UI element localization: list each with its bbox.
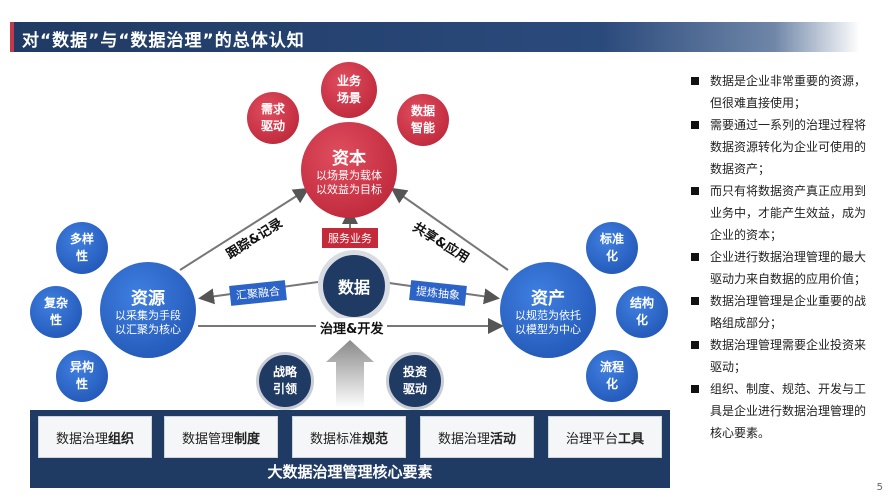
capital-sub1: 以场景为载体 — [316, 168, 382, 182]
title-accent — [0, 22, 10, 52]
list-item: 组织、制度、规范、开发与工具是企业进行数据治理管理的核心要素。 — [690, 378, 870, 444]
data-node: 数据 — [318, 250, 390, 322]
bullet-square-icon — [691, 121, 699, 129]
edge-resource-capital — [179, 187, 310, 271]
asset-sub1: 以规范为依托 — [515, 308, 581, 322]
satellite-label: 异构性 — [69, 360, 94, 391]
core-item-bold: 组织 — [108, 431, 135, 447]
capital-sub2: 以效益为目标 — [316, 182, 382, 196]
core-elements-title: 大数据治理管理核心要素 — [267, 463, 433, 481]
satellite-structuring: 结构化 — [616, 286, 668, 338]
bullet-square-icon — [691, 385, 699, 393]
list-item: 而只有将数据资产真正应用到业务中，才能产生效益，成为企业的资本； — [690, 180, 870, 246]
satellite-label: 投资驱动 — [402, 365, 427, 396]
capital-node: 资本 以场景为载体 以效益为目标 — [301, 122, 397, 218]
title-bar: 对“数据”与“数据治理”的总体认知 — [0, 22, 860, 52]
list-item-text: 需要通过一系列的治理过程将数据资源转化为企业可使用的数据资产； — [710, 118, 867, 176]
list-item-text: 数据治理管理需要企业投资来驱动； — [710, 338, 867, 374]
satellite-label: 需求驱动 — [260, 102, 285, 133]
list-item-text: 数据是企业非常重要的资源，但很难直接使用； — [710, 74, 867, 110]
satellite-complexity: 复杂性 — [30, 286, 82, 338]
list-item: 需要通过一系列的治理过程将数据资源转化为企业可使用的数据资产； — [690, 114, 870, 180]
label-governance: 治理&开发 — [316, 318, 388, 337]
core-item-bold: 规范 — [362, 431, 389, 447]
core-item: 数据治理组织 — [38, 416, 152, 458]
list-item: 数据治理管理需要企业投资来驱动； — [690, 334, 870, 378]
bullet-square-icon — [691, 77, 699, 85]
page-number: 5 — [876, 482, 883, 493]
satellite-label: 复杂性 — [43, 296, 68, 327]
satellite-label: 标准化 — [599, 232, 624, 263]
edge-asset-capital — [390, 187, 509, 271]
satellite-heterogeneity: 异构性 — [56, 350, 108, 402]
satellite-demand-driven: 需求驱动 — [247, 92, 299, 144]
satellite-standardization: 标准化 — [586, 222, 638, 274]
upward-arrow — [326, 340, 374, 408]
core-elements-panel: 数据治理组织 数据管理制度 数据标准规范 数据治理活动 治理平台工具 大数据治理… — [30, 410, 670, 488]
core-item-prefix: 治理平台 — [565, 431, 618, 447]
core-item-prefix: 数据治理 — [437, 431, 490, 447]
list-item-text: 组织、制度、规范、开发与工具是企业进行数据治理管理的核心要素。 — [710, 382, 867, 440]
data-node-label: 数据 — [337, 278, 370, 297]
list-item: 企业进行数据治理管理的最大驱动力来自数据的应用价值； — [690, 246, 870, 290]
list-item: 数据是企业非常重要的资源，但很难直接使用； — [690, 70, 870, 114]
resource-sub2: 以汇聚为核心 — [115, 322, 181, 336]
core-item: 数据治理活动 — [420, 416, 534, 458]
satellite-business-scene: 业务场景 — [321, 62, 377, 118]
label-serve-business: 服务业务 — [322, 228, 378, 248]
satellite-diversity: 多样性 — [56, 222, 108, 274]
core-item: 数据标准规范 — [292, 416, 406, 458]
bullet-square-icon — [691, 341, 699, 349]
resource-title: 资源 — [131, 288, 165, 309]
core-item-bold: 活动 — [490, 431, 517, 447]
core-item-prefix: 数据标准 — [309, 431, 362, 447]
core-item-prefix: 数据管理 — [181, 431, 234, 447]
list-item-text: 数据治理管理是企业重要的战略组成部分； — [710, 294, 867, 330]
asset-node: 资产 以规范为依托 以模型为中心 — [500, 262, 596, 358]
list-item-text: 而只有将数据资产真正应用到业务中，才能产生效益，成为企业的资本； — [710, 184, 867, 242]
resource-sub1: 以采集为手段 — [115, 308, 181, 322]
satellite-strategy: 战略引领 — [256, 352, 314, 410]
satellite-label: 数据智能 — [410, 104, 435, 135]
asset-title: 资产 — [531, 288, 565, 309]
core-item-bold: 工具 — [618, 431, 645, 447]
capital-title: 资本 — [332, 148, 366, 169]
bullet-square-icon — [691, 297, 699, 305]
core-item: 数据管理制度 — [164, 416, 278, 458]
satellite-process: 流程化 — [586, 350, 638, 402]
satellite-investment: 投资驱动 — [386, 352, 444, 410]
satellite-label: 流程化 — [599, 360, 624, 391]
satellite-data-intelligence: 数据智能 — [397, 94, 449, 146]
core-item: 治理平台工具 — [548, 416, 662, 458]
asset-sub2: 以模型为中心 — [515, 322, 581, 336]
list-item-text: 企业进行数据治理管理的最大驱动力来自数据的应用价值； — [710, 250, 867, 286]
core-item-bold: 制度 — [234, 431, 261, 447]
satellite-label: 结构化 — [629, 296, 654, 327]
satellite-label: 业务场景 — [336, 74, 361, 105]
core-item-prefix: 数据治理 — [55, 431, 108, 447]
satellite-label: 战略引领 — [272, 365, 297, 396]
bullet-square-icon — [691, 253, 699, 261]
satellite-label: 多样性 — [69, 232, 94, 263]
resource-node: 资源 以采集为手段 以汇聚为核心 — [100, 262, 196, 358]
list-item: 数据治理管理是企业重要的战略组成部分； — [690, 290, 870, 334]
summary-list: 数据是企业非常重要的资源，但很难直接使用； 需要通过一系列的治理过程将数据资源转… — [690, 70, 870, 444]
page-title: 对“数据”与“数据治理”的总体认知 — [22, 31, 305, 51]
bullet-square-icon — [691, 187, 699, 195]
title-accent-red — [10, 22, 14, 52]
